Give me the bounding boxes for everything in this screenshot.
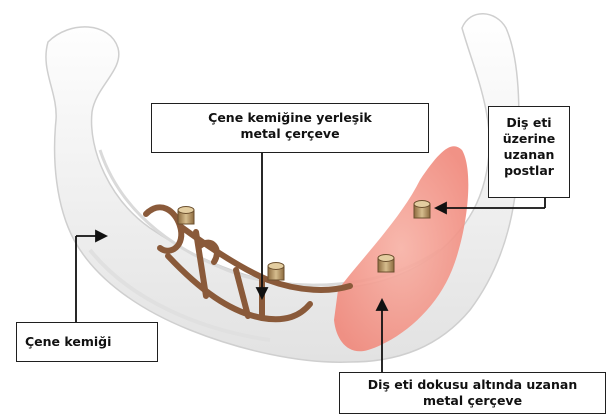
implant-post-2: [268, 263, 284, 281]
label-posts-line4: postlar: [489, 163, 569, 179]
label-frame-on-bone-line1: Çene kemiğine yerleşik: [152, 110, 428, 126]
label-frame-under-gum-line2: metal çerçeve: [340, 393, 605, 409]
label-frame-under-gum-line1: Diş eti dokusu altında uzanan: [340, 377, 605, 393]
label-posts-line1: Diş eti: [489, 115, 569, 131]
label-posts-line3: uzanan: [489, 147, 569, 163]
implant-post-1: [178, 207, 194, 225]
implant-post-4: [414, 201, 430, 219]
label-posts-line2: üzerine: [489, 131, 569, 147]
label-jaw-bone: Çene kemiği: [16, 322, 158, 362]
label-frame-under-gum: Diş eti dokusu altında uzanan metal çerç…: [339, 372, 606, 414]
label-posts: Diş eti üzerine uzanan postlar: [488, 106, 570, 198]
implant-post-3: [378, 255, 394, 273]
label-frame-on-bone: Çene kemiğine yerleşik metal çerçeve: [151, 103, 429, 153]
label-jaw-bone-line1: Çene kemiği: [25, 334, 157, 350]
label-frame-on-bone-line2: metal çerçeve: [152, 126, 428, 142]
